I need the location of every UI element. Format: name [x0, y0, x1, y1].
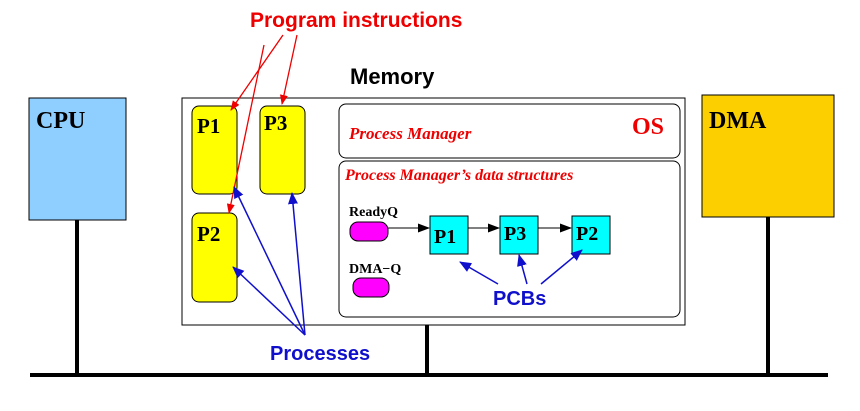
memory-title: Memory — [350, 64, 435, 89]
dma-label: DMA — [709, 108, 767, 134]
process-p2 — [191, 212, 238, 303]
process-arrow-p2 — [232, 266, 306, 336]
dmaq-label: DMA−Q — [349, 262, 401, 277]
program-instructions-label: Program instructions — [250, 9, 462, 32]
process-p1-label: P1 — [197, 114, 220, 138]
pm-data-structures-label: Process Manager’s data structures — [344, 167, 573, 184]
process-p1 — [191, 105, 238, 195]
pcb-p1 — [429, 215, 469, 255]
pcbs-label: PCBs — [493, 288, 546, 310]
os-label: OS — [632, 114, 664, 140]
pcb-p2-label: P2 — [576, 223, 598, 245]
pcb-arrow-p3 — [517, 254, 528, 285]
process-p3 — [259, 105, 306, 195]
instruction-arrow-p3 — [280, 34, 298, 105]
pcb-p3-label: P3 — [504, 223, 526, 245]
instruction-arrow-p2 — [226, 44, 265, 214]
pcb-p2 — [571, 215, 611, 255]
process-manager-label: Process Manager — [348, 124, 472, 143]
readyq-label: ReadyQ — [349, 205, 398, 220]
process-arrow-p3 — [288, 192, 306, 336]
pcb-arrow-p2 — [540, 249, 583, 285]
process-p3-label: P3 — [264, 111, 287, 135]
readyq-head — [349, 221, 389, 242]
cpu-box — [28, 97, 127, 221]
dma-box — [701, 94, 835, 218]
dmaq-head — [352, 277, 390, 298]
process-p2-label: P2 — [197, 222, 220, 246]
pcb-arrow-p1 — [459, 261, 499, 285]
processes-label: Processes — [270, 343, 370, 365]
instruction-arrow-p1 — [230, 34, 284, 111]
os-region — [338, 103, 681, 159]
pcb-p3 — [499, 215, 539, 255]
process-arrow-p1 — [233, 186, 306, 336]
cpu-label: CPU — [36, 108, 85, 134]
pcb-p1-label: P1 — [434, 226, 456, 248]
